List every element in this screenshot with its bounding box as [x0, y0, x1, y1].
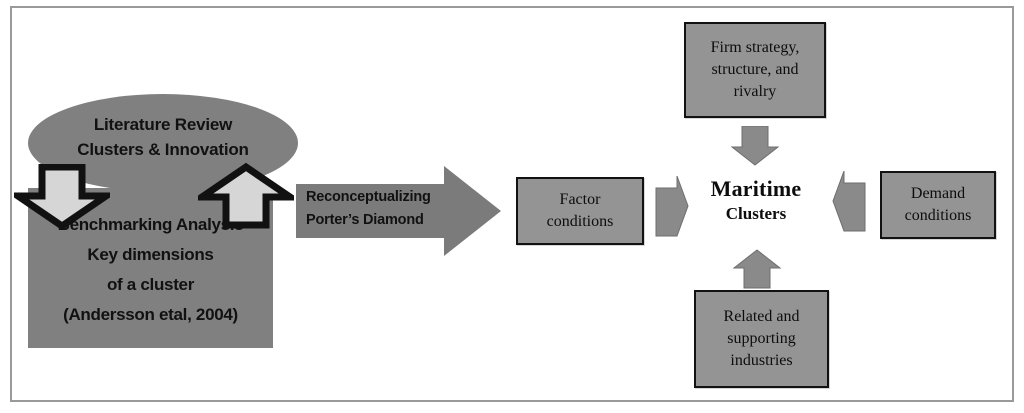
- related-line2: supporting: [727, 330, 796, 347]
- related-supporting-industries-box: Related and supporting industries: [694, 290, 829, 388]
- demand-conditions-line2: conditions: [904, 207, 972, 224]
- factor-conditions-box: Factor conditions: [516, 177, 644, 245]
- related-supporting-industries-text: Related and supporting industries: [720, 306, 804, 372]
- factor-conditions-text: Factor conditions: [543, 189, 618, 233]
- literature-review-line1: Literature Review: [93, 115, 233, 134]
- firm-strategy-line3: rivalry: [733, 83, 777, 100]
- literature-review-text: Literature Review Clusters & Innovation: [28, 112, 298, 162]
- benchmarking-line1: Benchmarking Analysis: [57, 215, 244, 234]
- factor-conditions-line1: Factor: [559, 191, 601, 208]
- reconceptualizing-arrow-text: Reconceptualizing Porter’s Diamond: [306, 186, 466, 232]
- arrow-down-to-center: [731, 126, 779, 166]
- firm-strategy-line1: Firm strategy,: [710, 39, 800, 56]
- reconceptualizing-line2: Porter’s Diamond: [306, 212, 424, 228]
- maritime-clusters-center-label: Maritime Clusters: [686, 176, 826, 226]
- demand-conditions-text: Demand conditions: [901, 183, 976, 227]
- reconceptualizing-arrow: [296, 166, 501, 256]
- arrow-right-to-center: [655, 175, 689, 237]
- firm-strategy-text: Firm strategy, structure, and rivalry: [707, 37, 804, 103]
- related-line1: Related and: [723, 308, 800, 325]
- up-arrow: [198, 162, 294, 229]
- benchmarking-line3: of a cluster: [106, 275, 195, 294]
- down-arrow: [14, 164, 110, 230]
- arrow-left-to-center: [832, 170, 866, 232]
- factor-conditions-line2: conditions: [546, 213, 614, 230]
- figure-border: [10, 6, 1014, 402]
- arrow-up-to-center: [733, 249, 781, 289]
- reconceptualizing-line1: Reconceptualizing: [306, 189, 431, 205]
- firm-strategy-line2: structure, and: [711, 61, 799, 78]
- clusters-label: Clusters: [725, 204, 787, 223]
- benchmarking-line4: (Andersson etal, 2004): [63, 305, 238, 324]
- benchmarking-analysis-text: Benchmarking Analysis Key dimensions of …: [28, 210, 273, 330]
- firm-strategy-box: Firm strategy, structure, and rivalry: [684, 22, 826, 118]
- related-line3: industries: [730, 352, 793, 369]
- demand-conditions-line1: Demand: [910, 185, 966, 202]
- demand-conditions-box: Demand conditions: [880, 171, 996, 239]
- maritime-label: Maritime: [710, 176, 802, 201]
- literature-review-line2: Clusters & Innovation: [77, 140, 249, 159]
- benchmarking-line2: Key dimensions: [87, 245, 214, 264]
